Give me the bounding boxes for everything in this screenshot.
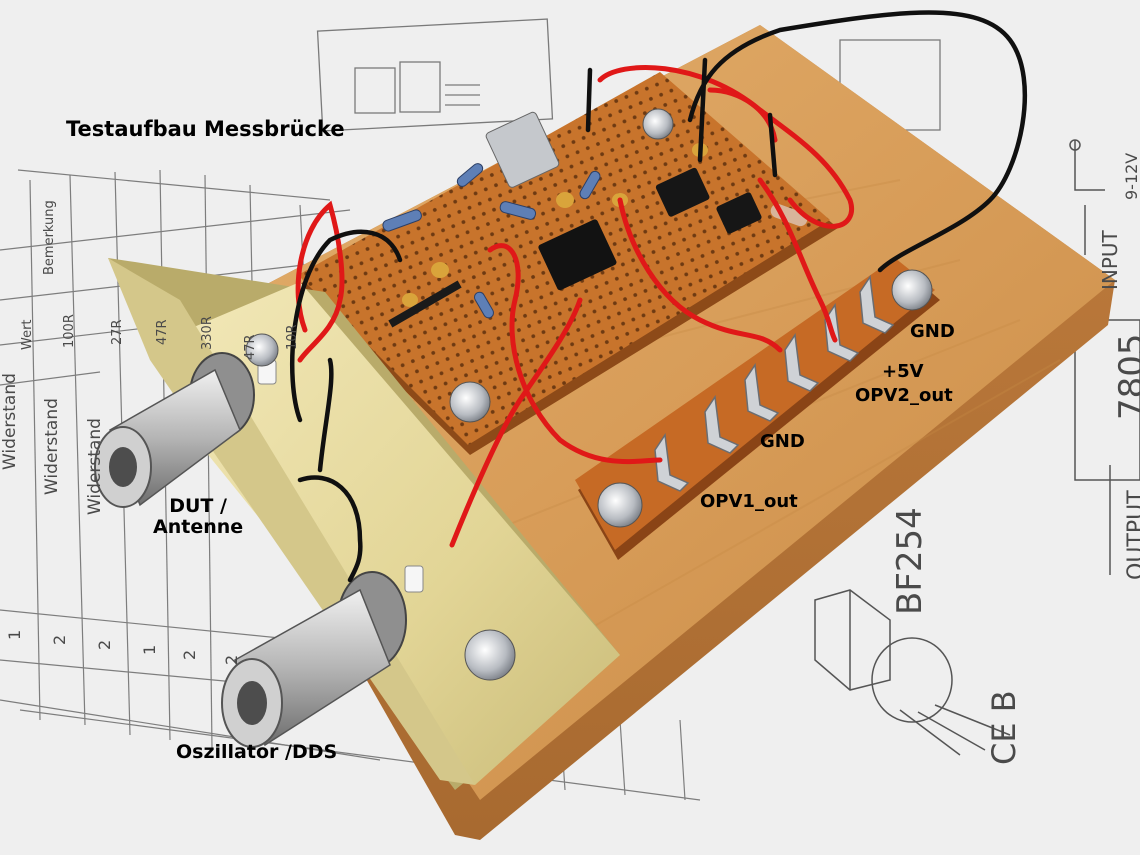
components [382,111,808,328]
sheet-header-wert: Wert [20,319,35,350]
label-gnd-top: GND [910,321,955,342]
sheet-count: 1 [5,629,24,640]
sheet-value: 100R [62,314,77,348]
wires-red [295,65,854,548]
sheet-count: 2 [222,654,241,665]
bnc-connector-bottom [221,565,424,748]
label-dut-line1: DUT / [169,495,227,517]
sheet-count: 2 [50,634,69,645]
label-oszillator: Oszillator /DDS [176,741,338,763]
label-dut-line2: Antenne [153,515,244,538]
sheet-value: 10R [285,324,300,350]
sheet-count: 2 [95,639,114,650]
bnc-connector-top [94,352,277,508]
screws [245,108,933,681]
label-opv1-out: OPV1_out [700,491,798,512]
sheet-type-word: Widerstand [42,398,62,495]
sheet-value: 47R [243,334,258,360]
sheet-input-label: INPUT [1098,230,1122,290]
connector-strip [575,258,940,560]
sheet-header-bemerkung: Bemerkung [42,200,57,275]
label-plus5v: +5V [882,361,924,382]
sheet-value: 27R [110,319,125,345]
paper-regulator-drawing [316,18,941,132]
sheet-value: 330R [200,316,215,350]
sheet-count: 2 [180,649,199,660]
label-opv2-out: OPV2_out [855,385,953,406]
sheet-count: 1 [140,644,159,655]
sheet-transistor-label: BF254 [890,507,930,615]
sheet-type-word: Widerstand [0,373,20,470]
sheet-type-word: Widerstand [85,418,105,515]
label-gnd-mid: GND [760,431,805,452]
paper-table-grid [0,169,701,801]
sheet-value: 47R [155,319,170,345]
sheet-pin-label: CE B [985,690,1023,765]
sheet-output-label: OUTPUT [1124,490,1140,580]
wires-black [289,10,1028,583]
sheet-regulator-label: 7805 [1112,333,1140,420]
label-dut-antenne: DUT / Antenne [153,496,243,538]
photo-title: Testaufbau Messbrücke [66,117,345,141]
paper-schematic [814,139,1140,756]
sheet-voltage-label: 9-12V [1122,152,1140,200]
